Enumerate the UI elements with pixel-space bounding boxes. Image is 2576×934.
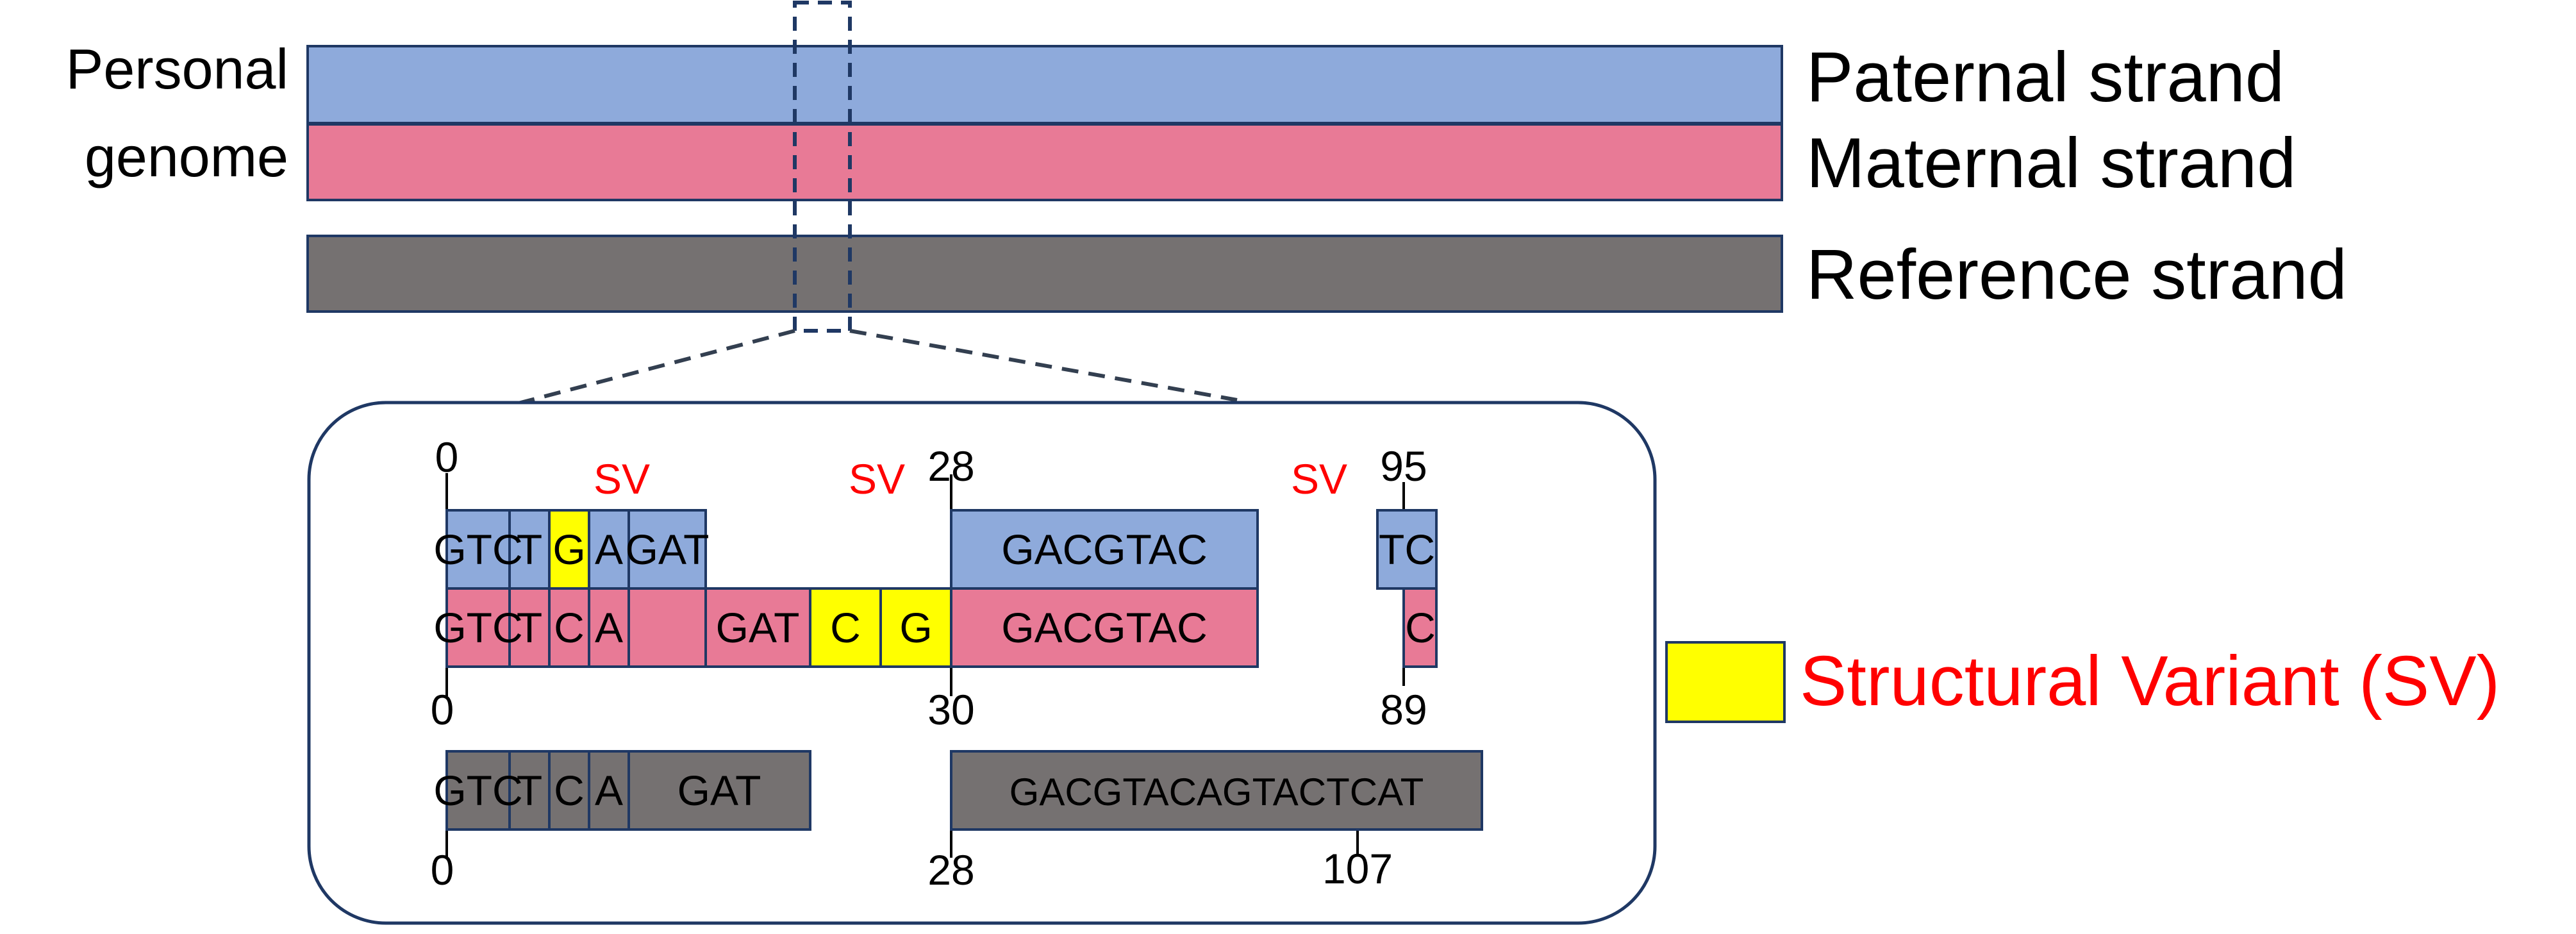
pos-maternal-start: 0	[431, 686, 454, 733]
maternal-cell	[548, 587, 590, 668]
sv-label-1: SV	[594, 455, 650, 503]
reference-strand-bar	[306, 235, 1783, 313]
maternal-cell	[704, 587, 811, 668]
maternal-base-text: GTC	[433, 604, 522, 651]
pos-paternal-start: 0	[435, 433, 459, 481]
paternal-cell	[627, 509, 707, 590]
maternal-cell	[588, 587, 630, 668]
maternal-base-text: GAT	[716, 604, 800, 651]
reference-base-text: GTC	[433, 767, 522, 814]
personal-genome-label-line1: Personal	[66, 37, 288, 101]
reference-cell	[445, 750, 511, 831]
maternal-base-text: GACGTAC	[1001, 604, 1207, 651]
maternal-base-text: C	[830, 604, 861, 651]
reference-base-text: GACGTACAGTACTCAT	[1010, 771, 1424, 813]
reference-strand-label: Reference strand	[1806, 235, 2347, 314]
zoom-line-left	[515, 329, 795, 406]
maternal-cell	[508, 587, 551, 668]
zoom-line-right	[849, 329, 1238, 402]
pos-maternal-end: 89	[1380, 686, 1427, 733]
reference-sequence-row	[445, 750, 1483, 831]
pos-ref-end: 107	[1322, 845, 1393, 892]
reference-base-text: GAT	[677, 767, 761, 814]
paternal-base-text: G	[553, 526, 585, 573]
personal-genome-label-line2: genome	[85, 125, 288, 188]
reference-base-text: A	[595, 767, 623, 814]
pos-paternal-end: 95	[1380, 442, 1427, 490]
pos-ref-start: 0	[431, 846, 454, 894]
sv-label-2: SV	[849, 455, 905, 503]
paternal-base-text: T	[517, 526, 542, 573]
pos-paternal-mid: 28	[927, 442, 974, 490]
legend-sv-label: Structural Variant (SV)	[1800, 642, 2500, 721]
paternal-strand-label: Paternal strand	[1806, 38, 2284, 117]
maternal-base-text: C	[1405, 604, 1436, 651]
paternal-strand-bar	[306, 45, 1783, 124]
paternal-base-text: GTC	[433, 526, 522, 573]
maternal-base-text: T	[517, 604, 542, 651]
pos-ref-mid: 28	[927, 846, 974, 894]
paternal-cell	[1376, 509, 1438, 590]
zoom-region-marker	[793, 1, 852, 333]
legend-sv-swatch	[1665, 641, 1786, 723]
sv-label-3: SV	[1291, 455, 1347, 503]
maternal-strand-label: Maternal strand	[1806, 124, 2296, 203]
paternal-base-text: A	[595, 526, 623, 573]
maternal-base-text: G	[899, 604, 932, 651]
maternal-sv-cell	[879, 587, 952, 668]
maternal-base-text: C	[554, 604, 585, 651]
paternal-base-text: TC	[1379, 526, 1435, 573]
maternal-strand-bar	[306, 123, 1783, 201]
reference-base-text: C	[554, 767, 585, 814]
paternal-base-text: GACGTAC	[1001, 526, 1207, 573]
maternal-base-text: A	[595, 604, 623, 651]
pos-maternal-mid: 30	[927, 686, 974, 733]
reference-cell	[548, 750, 590, 831]
maternal-cell	[1402, 587, 1438, 668]
reference-base-text: T	[517, 767, 542, 814]
maternal-sequence-row	[445, 587, 1438, 668]
reference-cell	[950, 750, 1483, 831]
maternal-cell	[627, 587, 707, 668]
maternal-cell	[950, 587, 1259, 668]
paternal-base-text: GAT	[626, 526, 710, 573]
reference-cell	[627, 750, 811, 831]
